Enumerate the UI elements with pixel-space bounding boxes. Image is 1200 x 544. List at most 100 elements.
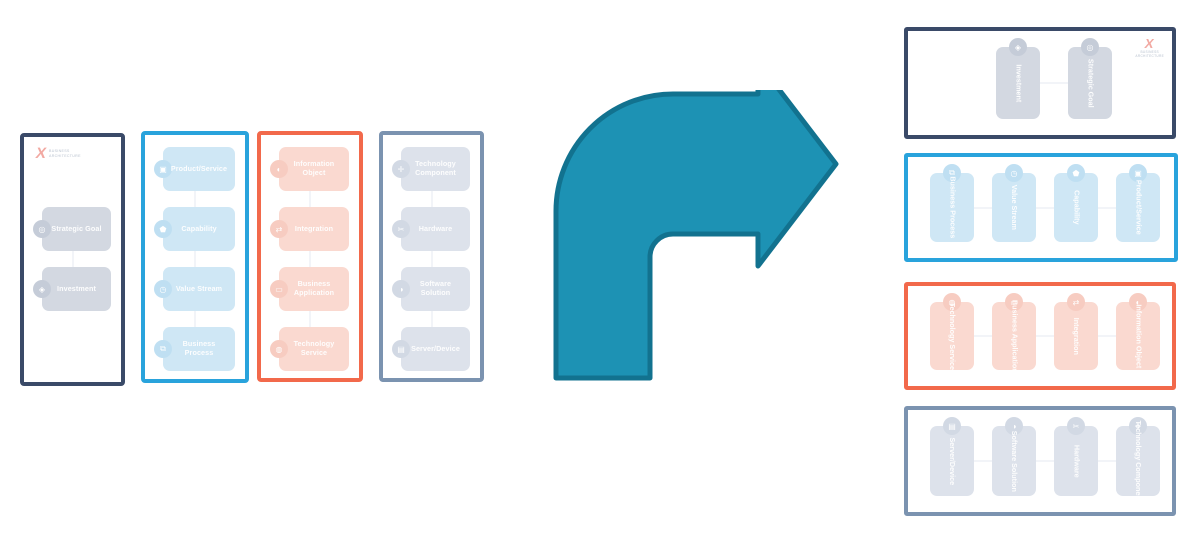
- layer-column-business[interactable]: ▣Product/Service ⬟ Capability ◷Value Stream…: [141, 131, 249, 383]
- layer-column-information[interactable]: ◐Information Object ⇄Integration ▭Business…: [257, 131, 363, 382]
- connector-line: [309, 191, 311, 207]
- curved-right-arrow: [552, 59, 844, 382]
- element-card-label: Hardware: [418, 223, 453, 233]
- element-card-label: Value Stream: [175, 283, 223, 293]
- brand-line-2: ARCHITECTURE: [49, 153, 81, 158]
- element-card-label: Strategic Goal: [51, 223, 102, 233]
- connector-line: [974, 335, 992, 337]
- element-card-software-solution[interactable]: ◑Software Solution: [992, 417, 1036, 496]
- wrench-icon: ✂: [392, 220, 410, 238]
- element-card-label: Investment: [1014, 64, 1024, 102]
- element-card-technology-component[interactable]: ✛Technology Component: [392, 147, 470, 191]
- element-card-label: Business Process: [182, 339, 216, 357]
- document-icon: ◐: [1129, 293, 1147, 311]
- element-card-label: Information Object: [293, 159, 335, 177]
- element-card-server-device[interactable]: ▤ Server/Device: [930, 417, 974, 496]
- element-card-investment[interactable]: ◈Investment: [33, 267, 111, 311]
- connector-line: [309, 311, 311, 327]
- element-card-hardware[interactable]: ✂Hardware: [1054, 417, 1098, 496]
- element-card-technology-component[interactable]: ✛Technology Component: [1116, 417, 1160, 502]
- element-card-product-service[interactable]: ▣Product/Service: [154, 147, 235, 191]
- element-card-hardware[interactable]: ✂ Hardware: [392, 207, 470, 251]
- server-icon: ▤: [943, 417, 961, 435]
- box-icon: ▣: [154, 160, 172, 178]
- element-card-capability[interactable]: ⬟Capability: [1054, 164, 1098, 242]
- connector-line: [1036, 460, 1054, 462]
- element-card-technology-service[interactable]: ◍Technology Service: [930, 293, 974, 370]
- box-icon: ▣: [1129, 164, 1147, 182]
- element-card-business-application[interactable]: ▭Business Application: [270, 267, 349, 311]
- layer-panel-body: ◍Technology Service ▭Business Application…: [908, 286, 1172, 386]
- shield-icon: ⬟: [1067, 164, 1085, 182]
- element-card-server-device[interactable]: ▤Server/Device: [392, 327, 470, 371]
- connector-line: [309, 251, 311, 267]
- element-card-business-application[interactable]: ▭Business Application: [992, 293, 1036, 373]
- element-card-label: Product/Service: [170, 163, 228, 173]
- element-card-value-stream[interactable]: ◷Value Stream: [992, 164, 1036, 242]
- layer-column-body: ◎Strategic Goal ◈Investment: [24, 137, 121, 382]
- element-card-value-stream[interactable]: ◷Value Stream: [154, 267, 235, 311]
- element-card-technology-service[interactable]: ◍Technology Service: [270, 327, 349, 371]
- element-card-label: Technology Service: [293, 339, 335, 357]
- element-card-label: Capability: [181, 223, 217, 233]
- element-card-product-service[interactable]: ▣Product/Service: [1116, 164, 1160, 242]
- layer-panel-body: ▤ Server/Device ◑Software Solution ✂Hardwar…: [908, 410, 1172, 512]
- layer-panel-business[interactable]: ⧉Business Process ◷Value Stream ⬟Capabilit…: [904, 153, 1178, 262]
- element-card-label: Technology Service: [948, 302, 958, 370]
- element-card-label: Strategic Goal: [1086, 58, 1096, 108]
- element-card-capability[interactable]: ⬟ Capability: [154, 207, 235, 251]
- flow-icon: ◷: [154, 280, 172, 298]
- element-card-strategic-goal[interactable]: ◎Strategic Goal: [33, 207, 111, 251]
- element-card-business-process[interactable]: ⧉Business Process: [930, 164, 974, 242]
- target-icon: ◎: [33, 220, 51, 238]
- shield-icon: ⬟: [154, 220, 172, 238]
- element-card-label: Business Application: [1010, 299, 1020, 373]
- element-card-investment[interactable]: ◈Investment: [996, 38, 1040, 119]
- element-card-label: Software Solution: [419, 279, 452, 297]
- connector-line: [194, 191, 196, 207]
- element-card-label: Investment: [57, 283, 96, 293]
- process-icon: ⧉: [943, 164, 961, 182]
- element-card-label: Product/Service: [1134, 180, 1144, 235]
- element-card-business-process[interactable]: ⧉Business Process: [154, 327, 235, 371]
- layer-panel-body: ⧉Business Process ◷Value Stream ⬟Capabilit…: [908, 157, 1174, 258]
- connector-line: [1040, 82, 1068, 84]
- service-icon: ◍: [943, 293, 961, 311]
- connector-line: [431, 311, 432, 327]
- layer-panel-technology[interactable]: ▤ Server/Device ◑Software Solution ✂Hardwar…: [904, 406, 1176, 516]
- element-card-software-solution[interactable]: ◑Software Solution: [392, 267, 470, 311]
- connector-line: [72, 251, 73, 267]
- plus-icon: ✛: [392, 160, 410, 178]
- element-card-label: Information Object: [1134, 304, 1144, 368]
- element-card-label: Integration: [1072, 317, 1082, 355]
- element-card-strategic-goal[interactable]: ◎Strategic Goal: [1068, 38, 1112, 119]
- element-card-integration[interactable]: ⇄Integration: [270, 207, 349, 251]
- layer-panel-information[interactable]: ◍Technology Service ▭Business Application…: [904, 282, 1176, 390]
- element-card-information-object[interactable]: ◐Information Object: [270, 147, 349, 191]
- element-card-label: Business Process: [948, 176, 958, 239]
- connector-line: [431, 191, 432, 207]
- element-card-label: Technology Component: [1134, 420, 1144, 502]
- layer-column-body: ✛Technology Component ✂ Hardware ◑Software …: [383, 135, 480, 378]
- connector-line: [194, 251, 196, 267]
- element-card-information-object[interactable]: ◐Information Object: [1116, 293, 1160, 370]
- connector-line: [1098, 207, 1116, 208]
- brand-line-2: ARCHITECTURE: [1135, 54, 1164, 58]
- layer-column-technology[interactable]: ✛Technology Component ✂ Hardware ◑Software …: [379, 131, 484, 382]
- link-icon: ⇄: [270, 220, 288, 238]
- server-icon: ▤: [392, 340, 410, 358]
- element-card-label: Software Solution: [1010, 430, 1020, 492]
- connector-line: [974, 207, 992, 208]
- brand-mark-icon: X: [34, 145, 48, 162]
- element-card-integration[interactable]: ⇄Integration: [1054, 293, 1098, 370]
- element-card-label: Server/Device: [948, 437, 958, 485]
- curved-right-arrow-svg: [553, 59, 839, 381]
- element-card-label: Server/Device: [411, 343, 460, 353]
- connector-line: [1036, 335, 1054, 337]
